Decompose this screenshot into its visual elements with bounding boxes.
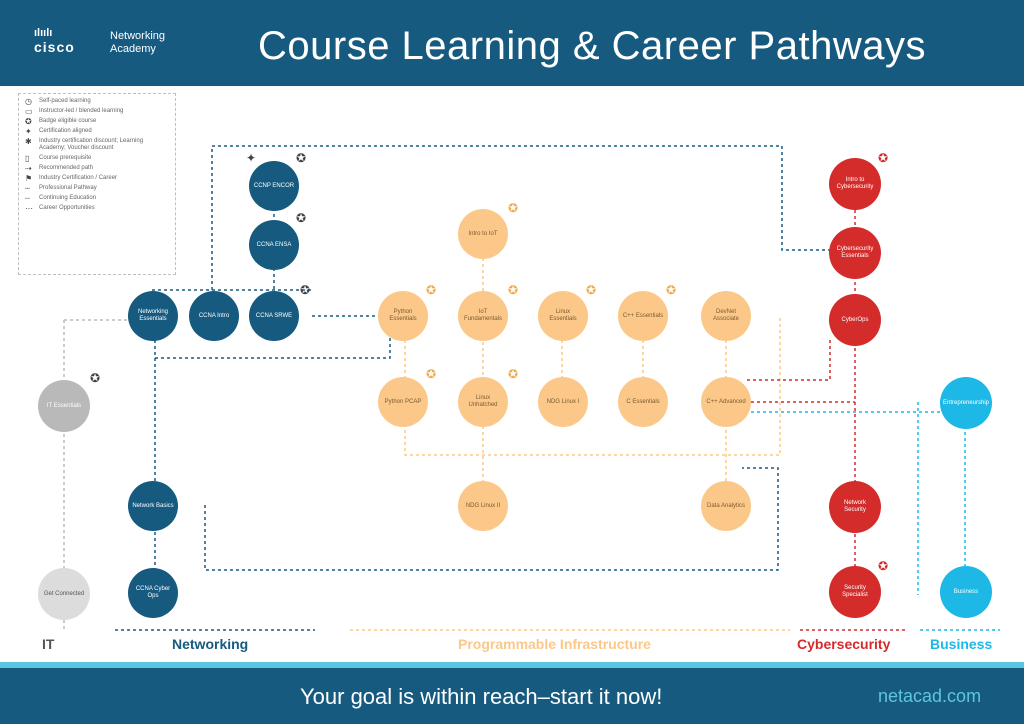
course-node-linux-essentials[interactable]: Linux Essentials xyxy=(538,291,588,341)
footer-bar: Your goal is within reach–start it now! … xyxy=(0,662,1024,724)
badge-icon: ✪ xyxy=(878,559,889,573)
badge-icon: ✪ xyxy=(508,201,519,215)
category-label-networking: Networking xyxy=(172,636,249,652)
category-label-programmable: Programmable Infrastructure xyxy=(458,636,651,652)
course-node-iot-fundamentals[interactable]: IoT Fundamentals xyxy=(458,291,508,341)
badge-icon: ✪ xyxy=(426,283,437,297)
course-node-cyberops[interactable]: CyberOps xyxy=(829,294,881,346)
badge-icon: ✪ xyxy=(508,283,519,297)
course-node-network-basics[interactable]: Network Basics xyxy=(128,481,178,531)
course-node-devnet[interactable]: DevNet Associate xyxy=(701,291,751,341)
course-node-cyber-essentials[interactable]: Cybersecurity Essentials xyxy=(829,227,881,279)
legend-item: ⋯Career Opportunities xyxy=(25,204,95,213)
badge-icon: ✪ xyxy=(426,367,437,381)
path-icon: ⇢ xyxy=(25,164,32,173)
cisco-bridge-icon: ılıılı xyxy=(34,27,53,39)
course-node-ccna-cyberops[interactable]: CCNA Cyber Ops xyxy=(128,568,178,618)
flag-icon: ⚑ xyxy=(25,174,33,183)
legend: ◷Self-paced learning ▭Instructor-led / b… xyxy=(18,93,176,275)
course-node-python-pcap[interactable]: Python PCAP xyxy=(378,377,428,427)
header-bar: ılıılı cisco Networking Academy Course L… xyxy=(0,0,1024,86)
badge-icon: ✪ xyxy=(878,151,889,165)
footer-url-link[interactable]: netacad.com xyxy=(878,686,982,706)
cisco-logo: ılıılı cisco xyxy=(34,26,75,54)
track-icon: ┈ xyxy=(25,194,30,203)
pathway-icon: ┄ xyxy=(25,184,30,193)
course-node-cpp-essentials[interactable]: C++ Essentials xyxy=(618,291,668,341)
legend-item: ⚑Industry Certification / Career xyxy=(25,174,118,183)
book-icon: ▭ xyxy=(25,107,33,116)
course-node-ndg-linux-2[interactable]: NDG Linux II xyxy=(458,481,508,531)
connector-cyber-loop xyxy=(745,340,831,381)
legend-item: ▭Instructor-led / blended learning xyxy=(25,107,124,116)
briefcase-icon: ✱ xyxy=(25,137,32,146)
course-node-security-specialist[interactable]: Security Specialist xyxy=(829,566,881,618)
legend-item: ┄Professional Pathway xyxy=(25,184,97,193)
legend-item: ✱Industry certification discount; Learni… xyxy=(25,137,144,152)
legend-item: ┈Continuing Education xyxy=(25,194,97,203)
certificate-icon: ✦ xyxy=(246,151,257,165)
career-icon: ⋯ xyxy=(25,204,33,213)
legend-item: ◷Self-paced learning xyxy=(25,97,91,106)
footer-accent-band xyxy=(0,662,1024,668)
badge-icon: ✪ xyxy=(300,283,311,297)
course-node-ndg-linux[interactable]: NDG Linux I xyxy=(538,377,588,427)
footer-tagline: Your goal is within reach–start it now! xyxy=(300,684,663,709)
legend-item: ✦Certification aligned xyxy=(25,127,92,136)
course-node-network-security[interactable]: Network Security xyxy=(829,481,881,533)
course-node-networking-essentials[interactable]: Networking Essentials xyxy=(128,291,178,341)
legend-item: ⇢Recommended path xyxy=(25,164,94,173)
badge-icon: ✪ xyxy=(296,151,307,165)
course-node-ccna-intro[interactable]: CCNA Intro xyxy=(189,291,239,341)
course-node-entrepreneurship[interactable]: Entrepreneurship xyxy=(940,377,992,429)
course-node-ccnp-encor[interactable]: CCNP ENCOR xyxy=(249,161,299,211)
course-node-ccna-ensa[interactable]: CCNA ENSA xyxy=(249,220,299,270)
badge-icon: ✪ xyxy=(25,117,32,126)
badge-icon: ✪ xyxy=(586,283,597,297)
category-label-cybersecurity: Cybersecurity xyxy=(797,636,891,652)
course-node-linux-unhatched[interactable]: Linux Unhatched xyxy=(458,377,508,427)
cisco-brand[interactable]: ılıılı cisco Networking Academy xyxy=(34,26,165,55)
course-node-python-essentials[interactable]: Python Essentials xyxy=(378,291,428,341)
certificate-icon: ✦ xyxy=(25,127,32,136)
document-icon: ▯ xyxy=(25,154,30,163)
legend-item: ✪Badge eligible course xyxy=(25,117,97,126)
badge-icon: ✪ xyxy=(90,371,101,385)
course-node-get-connected[interactable]: Get Connected xyxy=(38,568,90,620)
legend-item: ▯Course prerequisite xyxy=(25,154,92,163)
badge-icon: ✪ xyxy=(296,211,307,225)
course-node-data-analytics[interactable]: Data Analytics xyxy=(701,481,751,531)
course-node-intro-iot[interactable]: Intro to IoT xyxy=(458,209,508,259)
course-node-business[interactable]: Business xyxy=(940,566,992,618)
clock-icon: ◷ xyxy=(25,97,32,106)
course-node-it-essentials[interactable]: IT Essentials xyxy=(38,380,90,432)
page-title: Course Learning & Career Pathways xyxy=(258,24,926,68)
category-label-it: IT xyxy=(42,636,55,652)
badge-icon: ✪ xyxy=(666,283,677,297)
connector-net-mid xyxy=(155,316,391,359)
course-node-cpp-advanced[interactable]: C++ Advanced xyxy=(701,377,751,427)
course-node-ccna-srwe[interactable]: CCNA SRWE xyxy=(249,291,299,341)
connector-net-cyber xyxy=(211,145,855,290)
connector-prog-box xyxy=(404,316,781,456)
course-node-c-essentials[interactable]: C Essentials xyxy=(618,377,668,427)
cisco-logo-text: cisco xyxy=(34,39,75,55)
badge-icon: ✪ xyxy=(508,367,519,381)
connector-net-bottom xyxy=(204,467,779,571)
brand-subtitle: Networking Academy xyxy=(110,30,166,55)
category-label-business: Business xyxy=(930,636,993,652)
course-node-intro-cyber[interactable]: Intro to Cybersecurity xyxy=(829,158,881,210)
